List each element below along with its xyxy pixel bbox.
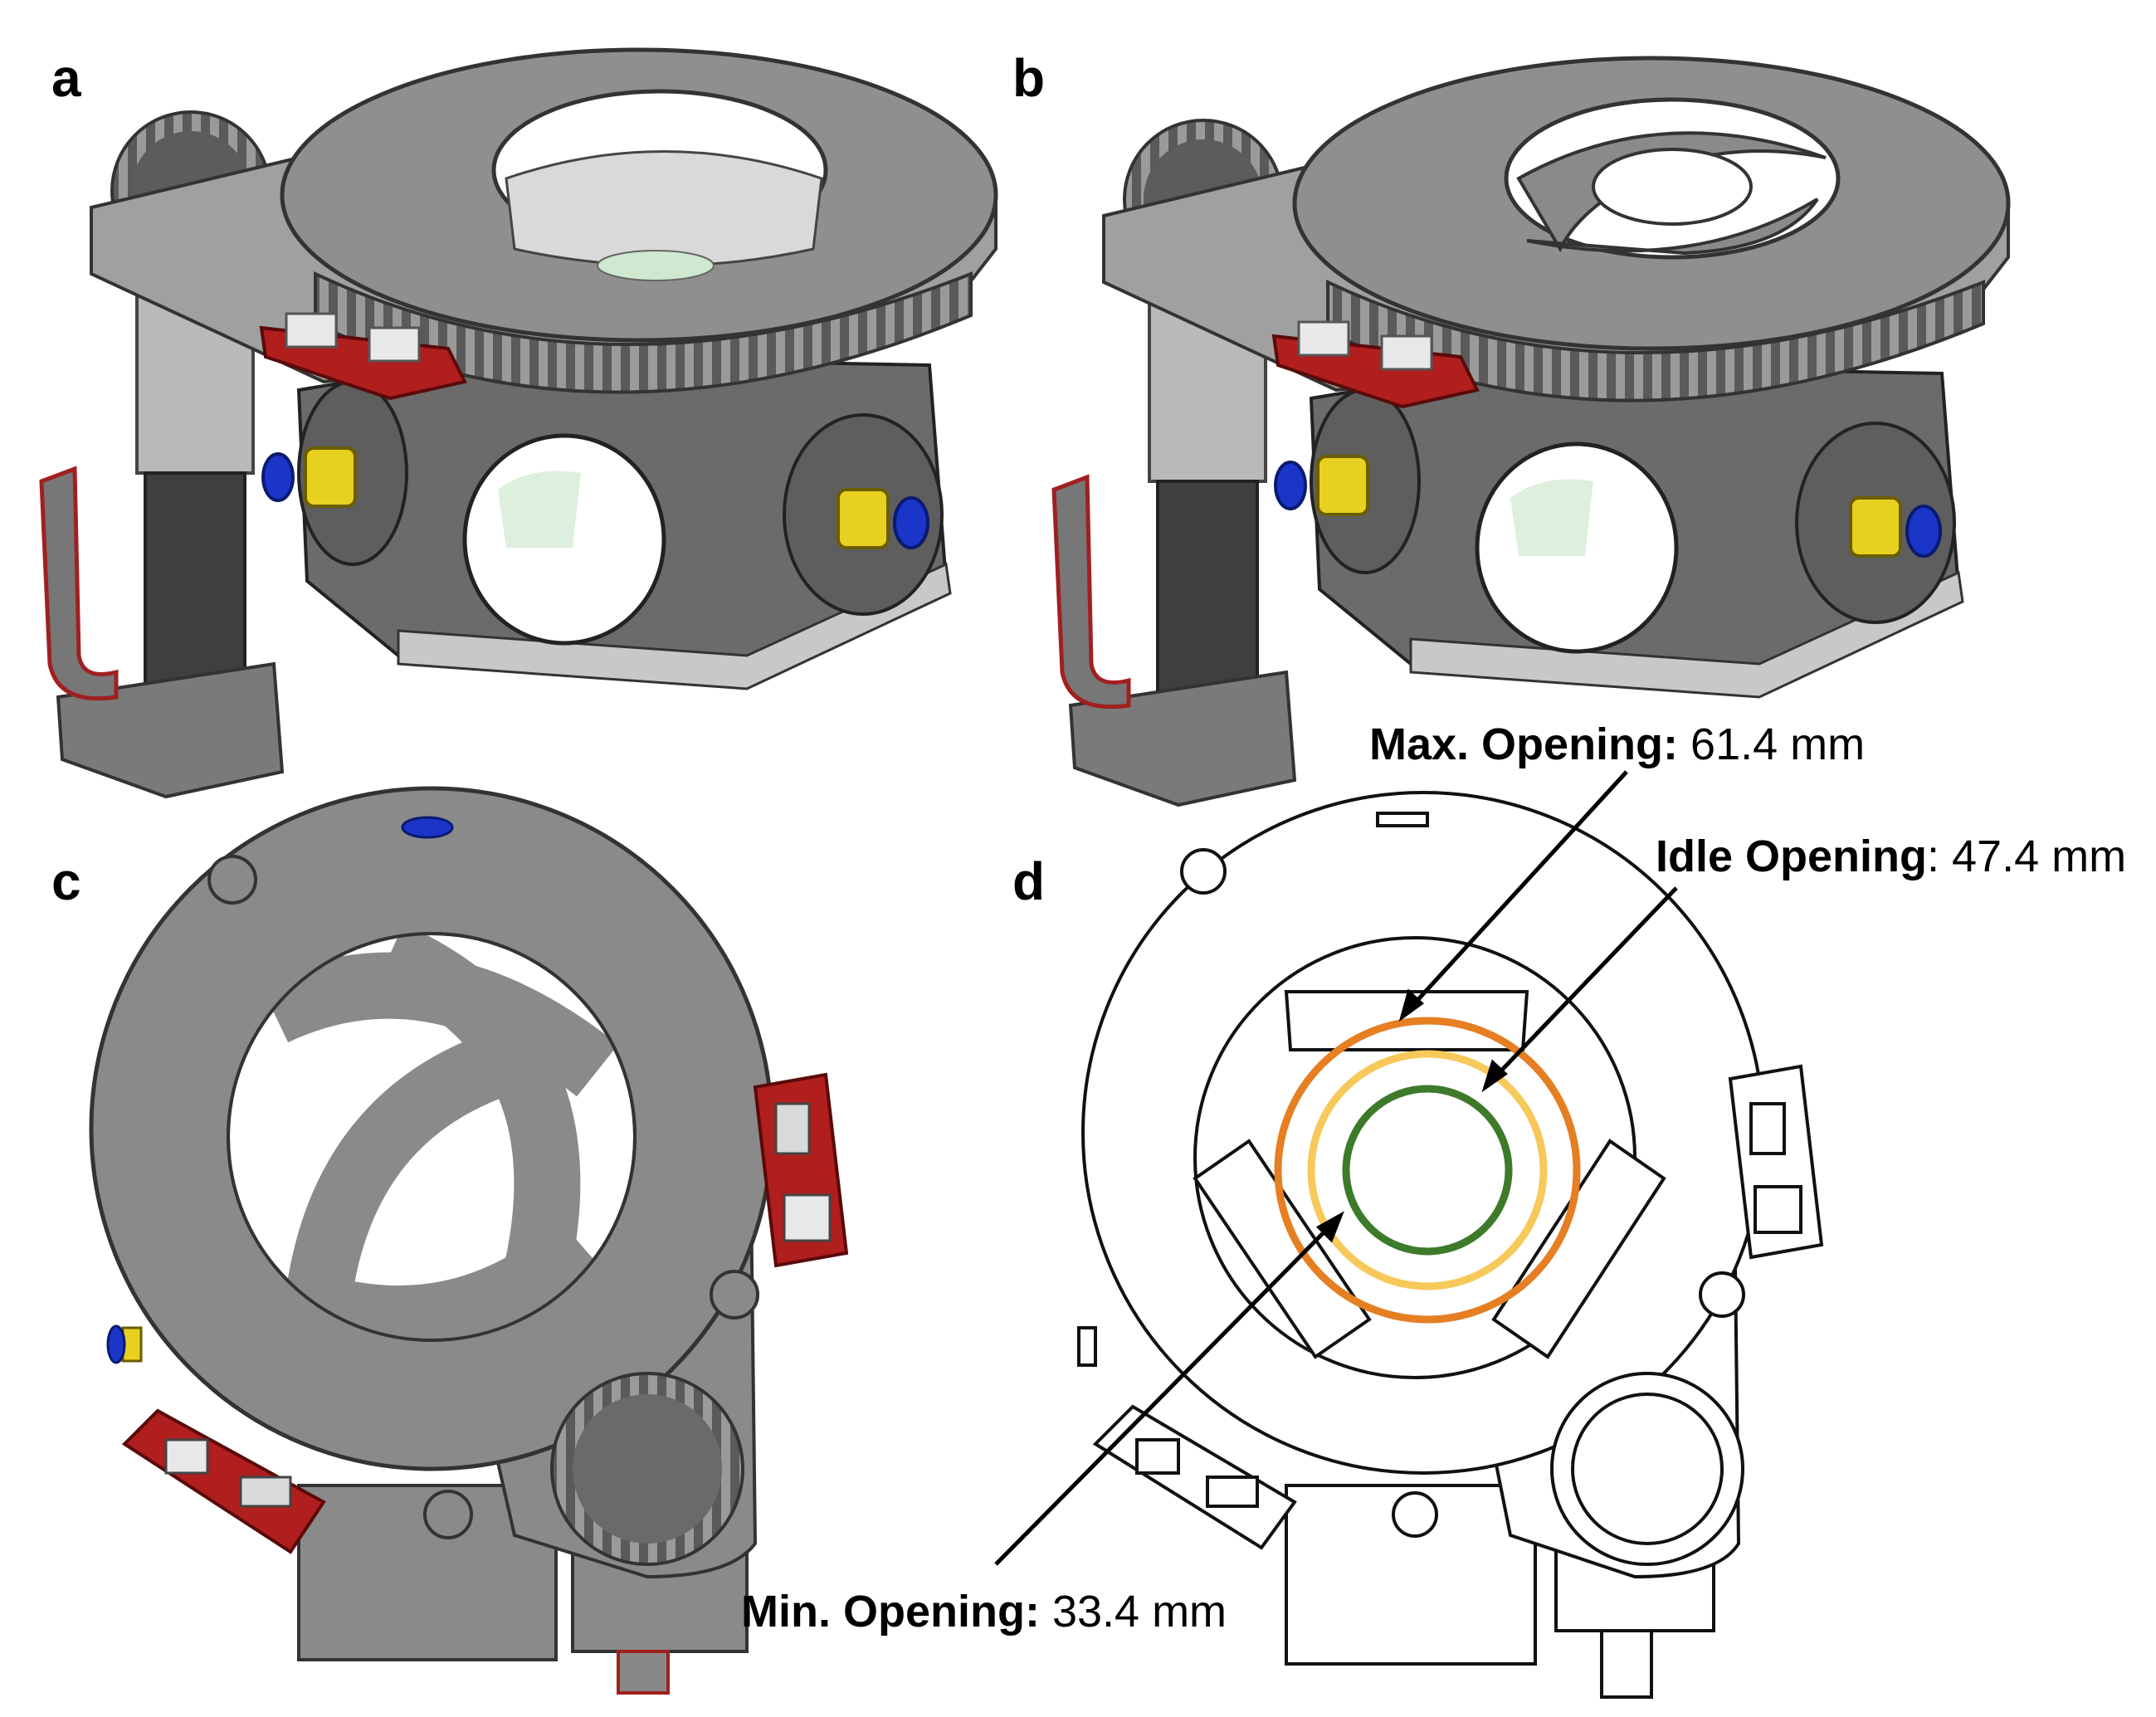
idle-opening-arrow xyxy=(1484,886,1678,1089)
pneumatic-fitting-side xyxy=(1077,1326,1097,1367)
idle-opening-value: : 47.4 mm xyxy=(1927,832,2127,881)
limit-switch-pcb xyxy=(259,312,467,401)
callout-arrows xyxy=(994,770,1678,1566)
idle-opening-callout: Idle Opening: 47.4 mm xyxy=(1656,834,2126,879)
prism-block-right xyxy=(1491,1139,1666,1359)
min-opening-arrow xyxy=(994,1214,1342,1566)
hex-frame-bottom xyxy=(1409,570,1964,699)
pneumatic-fitting-top xyxy=(401,816,454,839)
ribbon-cable xyxy=(1600,1629,1653,1699)
limit-switch-pcb xyxy=(753,1072,849,1268)
pinion-gear-icon xyxy=(550,1372,744,1566)
mount-tab xyxy=(1699,1271,1745,1318)
pneumatic-fitting-right xyxy=(837,488,929,549)
ribbon-cable xyxy=(1051,474,1131,710)
iris-blade xyxy=(1526,198,1819,256)
panel-label-c: c xyxy=(51,851,81,911)
mount-tab xyxy=(1392,1491,1438,1538)
min-opening-ring xyxy=(1342,1085,1513,1256)
ring-gear-band xyxy=(314,271,973,394)
mount-tab xyxy=(207,855,257,905)
max-opening-label: Max. Opening: xyxy=(1369,719,1679,769)
ribbon-cable xyxy=(617,1650,670,1695)
mount-tab xyxy=(1180,848,1227,895)
idle-opening-ring xyxy=(1307,1050,1548,1290)
ribbon-cable xyxy=(39,466,119,701)
panel-label-b: b xyxy=(1012,48,1046,108)
ring-gear-band xyxy=(1326,279,1985,402)
pneumatic-fitting-top xyxy=(1376,812,1429,827)
panel-d-drawing xyxy=(1077,791,1824,1699)
prism-block-left xyxy=(1193,1139,1372,1359)
hex-frame-bottom xyxy=(397,562,952,690)
min-opening-callout: Min. Opening: 33.4 mm xyxy=(741,1589,1227,1634)
pneumatic-fitting-left xyxy=(261,446,357,508)
iris-top-plate xyxy=(280,47,998,343)
min-opening-label: Min. Opening: xyxy=(741,1587,1040,1637)
panel-c-drawing xyxy=(89,786,849,1695)
pneumatic-fitting-left xyxy=(1274,455,1369,516)
max-opening-value: 61.4 mm xyxy=(1690,719,1866,769)
mount-tab xyxy=(710,1270,759,1319)
iris-blades xyxy=(259,924,618,1353)
iris-top-plate-closed xyxy=(1292,56,2011,351)
panel-b-drawing xyxy=(1051,56,2011,807)
panel-label-d: d xyxy=(1012,851,1046,911)
pneumatic-fitting-side xyxy=(106,1324,143,1364)
idle-opening-label: Idle Opening xyxy=(1656,832,1928,881)
mount-tab xyxy=(423,1490,473,1539)
panel-a-drawing xyxy=(39,47,998,799)
max-opening-ring xyxy=(1274,1017,1581,1324)
max-opening-callout: Max. Opening: 61.4 mm xyxy=(1369,722,1865,767)
limit-switch-pcb xyxy=(1271,320,1480,409)
max-opening-arrow xyxy=(1401,770,1628,1018)
limit-switch-pcb xyxy=(121,1408,326,1554)
pinion-gear-icon xyxy=(1550,1372,1744,1566)
min-opening-value: 33.4 mm xyxy=(1051,1587,1227,1637)
panel-label-a: a xyxy=(51,48,81,108)
pneumatic-fitting-right xyxy=(1849,496,1942,558)
